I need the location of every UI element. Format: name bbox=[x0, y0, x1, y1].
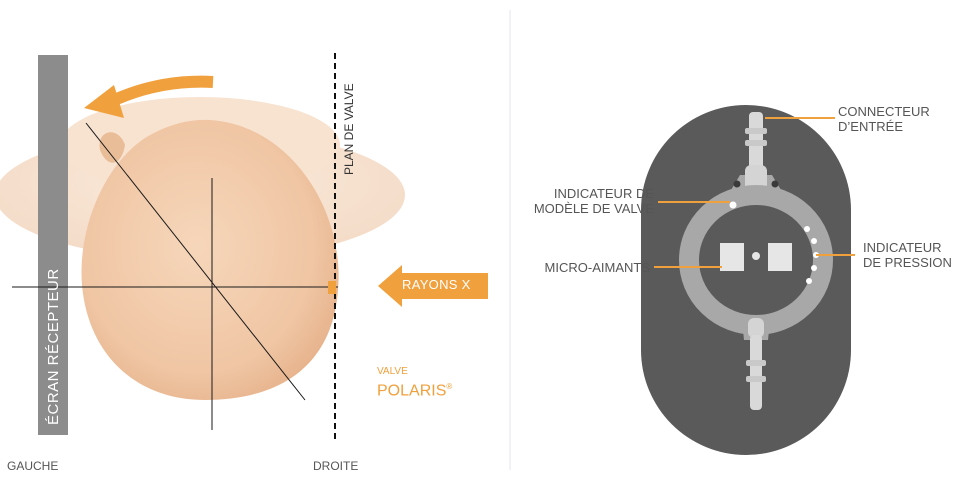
pressure-indicator-label: INDICATEUR DE PRESSION bbox=[863, 240, 952, 270]
inlet-connector-label: CONNECTEUR D’ENTRÉE bbox=[838, 104, 930, 134]
left-side-label: GAUCHE bbox=[7, 459, 59, 473]
leader-lines bbox=[654, 117, 855, 268]
xray-label: RAYONS X bbox=[402, 277, 471, 292]
valve-label-small: VALVE bbox=[377, 366, 408, 377]
valve-device bbox=[641, 105, 851, 455]
model-indicator-line1: INDICATEUR DE bbox=[553, 186, 654, 201]
pressure-indicator-line1: INDICATEUR bbox=[863, 240, 942, 255]
valve-plane-label: PLAN DE VALVE bbox=[342, 83, 356, 175]
xray-arrow bbox=[378, 265, 488, 307]
inlet-connector-line2: D’ENTRÉE bbox=[838, 119, 904, 134]
receptor-screen-label: ÉCRAN RÉCEPTEUR bbox=[45, 268, 62, 425]
registered-mark: ® bbox=[446, 382, 453, 391]
valve-marker bbox=[328, 281, 336, 294]
micro-magnets-label: MICRO-AIMANTS bbox=[544, 260, 650, 275]
right-side-label: DROITE bbox=[313, 459, 359, 473]
model-indicator-label: INDICATEUR DE MODÈLE DE VALVE bbox=[530, 186, 654, 216]
valve-brand-text: POLARIS bbox=[377, 382, 447, 400]
receptor-screen bbox=[38, 55, 68, 435]
pressure-indicator-line2: DE PRESSION bbox=[863, 255, 952, 270]
head-illustration bbox=[81, 119, 339, 400]
inlet-connector-line1: CONNECTEUR bbox=[838, 104, 930, 119]
model-indicator-line2: MODÈLE DE VALVE bbox=[533, 201, 654, 216]
rotation-arrow bbox=[84, 75, 214, 118]
diagonal-axis bbox=[85, 122, 306, 401]
valve-brand: POLARIS® bbox=[377, 378, 452, 400]
ear-illustration bbox=[99, 132, 125, 163]
